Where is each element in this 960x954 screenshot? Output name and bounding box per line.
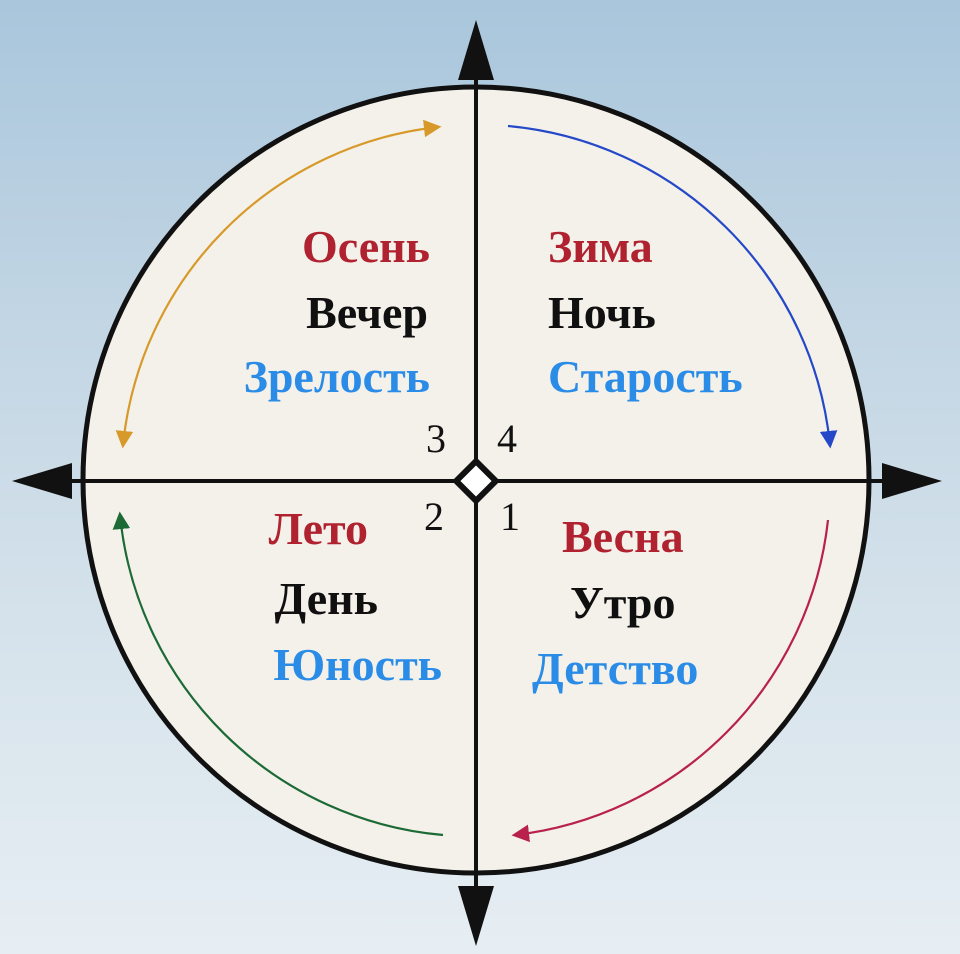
season-label: Осень xyxy=(302,221,430,272)
age-label: Юность xyxy=(273,639,442,690)
center-diamond xyxy=(451,456,501,506)
cycle-arrow-top-right xyxy=(507,124,838,449)
age-label: Детство xyxy=(532,643,698,694)
season-label: Зима xyxy=(548,221,653,272)
quadrant-number: 1 xyxy=(500,494,520,539)
season-label: Лето xyxy=(269,503,368,554)
age-label: Старость xyxy=(548,351,743,402)
arrow-right-icon xyxy=(882,463,942,499)
axis-arrowheads xyxy=(12,20,942,946)
time-label: Ночь xyxy=(548,287,656,338)
quadrant-3: Осень Вечер Зрелость 3 xyxy=(244,221,446,461)
quadrant-number: 4 xyxy=(497,416,517,461)
time-label: Вечер xyxy=(306,287,428,338)
cycle-arrow-bottom-left xyxy=(112,511,444,837)
time-label: День xyxy=(275,573,378,624)
quadrant-number: 3 xyxy=(426,416,446,461)
time-label: Утро xyxy=(570,577,676,628)
season-label: Весна xyxy=(562,511,684,562)
arrow-down-icon xyxy=(458,886,494,946)
age-label: Зрелость xyxy=(244,351,430,402)
quadrant-4: Зима Ночь Старость 4 xyxy=(497,221,743,461)
arrow-left-icon xyxy=(12,463,72,499)
cycle-arrow-bottom-right xyxy=(511,519,830,843)
cycle-arrow-top-left xyxy=(115,119,442,449)
quadrant-2: Лето День Юность 2 xyxy=(269,494,444,690)
arrow-up-icon xyxy=(458,20,494,80)
quadrant-1: Весна Утро Детство 1 xyxy=(500,494,698,694)
quadrant-number: 2 xyxy=(424,494,444,539)
